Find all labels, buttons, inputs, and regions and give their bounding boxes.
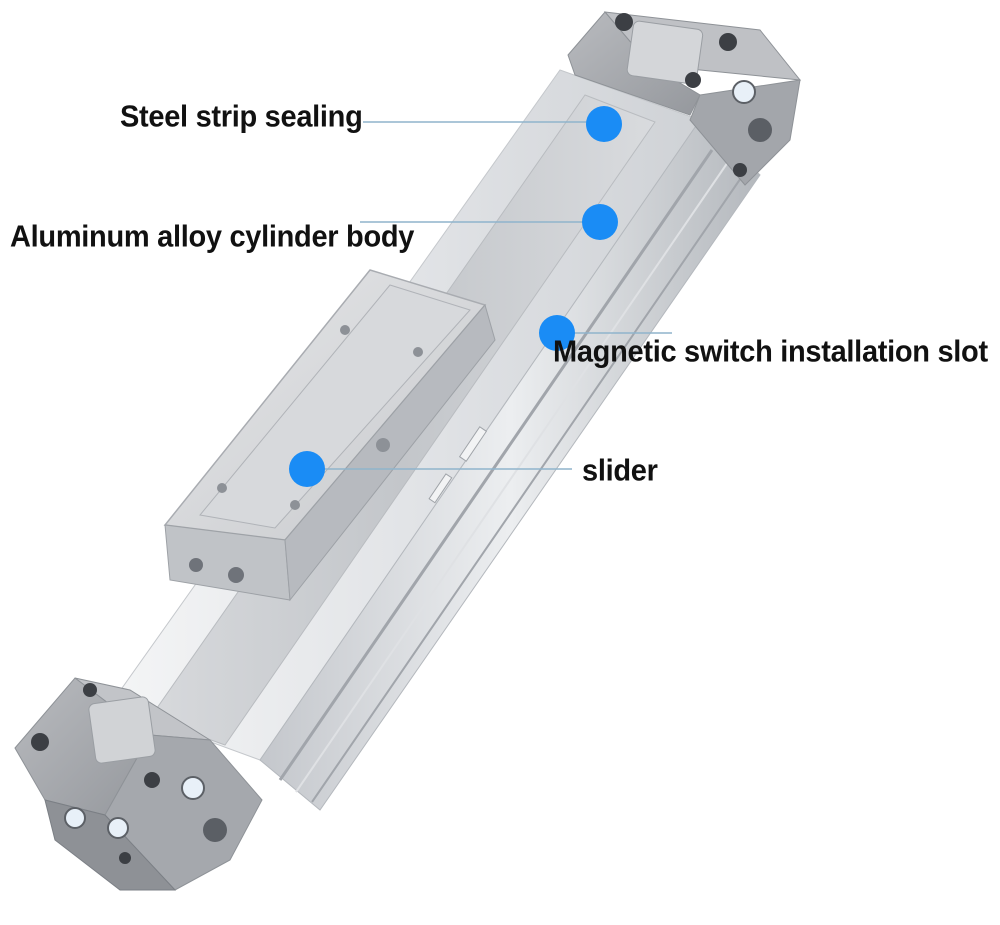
screw-hole	[217, 483, 227, 493]
cap-hole	[615, 13, 633, 31]
switch-slot-line	[278, 149, 714, 781]
callout-markers	[289, 106, 622, 487]
label-slider: slider	[582, 454, 658, 488]
switch-slot-line	[295, 161, 729, 793]
slider-plate	[199, 284, 471, 529]
leader-lines	[310, 121, 672, 470]
cap-hole	[83, 683, 97, 697]
slider-side-face	[284, 303, 496, 602]
cap-hole	[719, 33, 737, 51]
cap-port	[107, 817, 129, 839]
cap-hole	[31, 733, 49, 751]
cap-port	[748, 118, 772, 142]
slider-carriage	[163, 269, 496, 602]
marker-steel-strip	[586, 106, 622, 142]
screw-hole	[340, 325, 350, 335]
bottom-end-cap	[14, 677, 263, 891]
sensor-mark	[428, 473, 453, 504]
marker-cylinder-body	[582, 204, 618, 240]
marker-magnetic-slot	[539, 315, 575, 351]
sensor-mark	[458, 426, 488, 462]
cap-hole	[685, 72, 701, 88]
cap-port	[203, 818, 227, 842]
label-aluminum-alloy-cylinder-body: Aluminum alloy cylinder body	[10, 220, 415, 254]
label-magnetic-switch-installation-slot: Magnetic switch installation slot	[553, 335, 988, 369]
cap-port	[64, 807, 86, 829]
marker-slider	[289, 451, 325, 487]
screw-hole	[413, 347, 423, 357]
cap-plate	[88, 696, 156, 764]
cap-plate	[626, 20, 704, 85]
cap-port	[181, 776, 205, 800]
cylinder-body	[109, 69, 761, 811]
cap-hole	[119, 852, 131, 864]
cap-side-face	[689, 79, 801, 186]
top-end-cap	[567, 11, 802, 186]
screw-hole	[376, 438, 390, 452]
label-steel-strip-sealing: Steel strip sealing	[120, 100, 363, 134]
screw-hole	[228, 567, 244, 583]
cap-hole	[733, 163, 747, 177]
screw-hole	[189, 558, 203, 572]
cap-port	[732, 80, 756, 104]
screw-hole	[290, 500, 300, 510]
cap-hole	[144, 772, 160, 788]
switch-slot-line	[311, 171, 746, 803]
